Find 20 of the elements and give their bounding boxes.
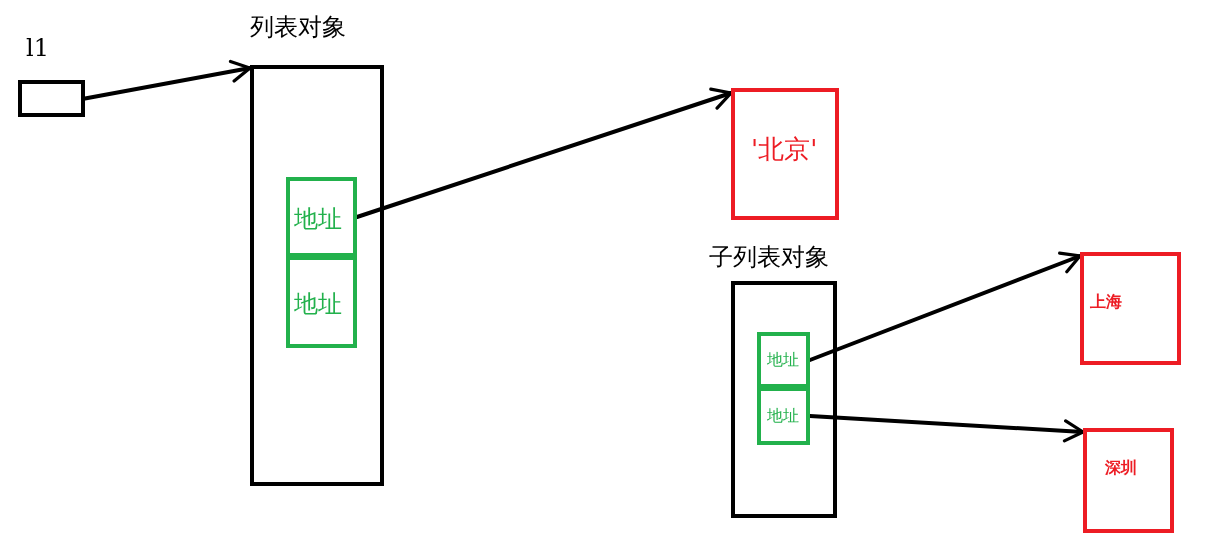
heading-label: 子列表对象	[709, 242, 829, 273]
address-label: 地址	[767, 350, 799, 372]
value-box	[1083, 428, 1174, 533]
heading-label: 列表对象	[250, 12, 346, 43]
arrow	[808, 251, 1082, 362]
arrow	[355, 87, 733, 219]
value-box	[1080, 252, 1181, 365]
address-label: 地址	[767, 406, 799, 428]
arrow	[83, 59, 252, 101]
value-box	[731, 88, 839, 220]
address-cell	[286, 256, 357, 348]
value-label: '北京'	[751, 133, 818, 166]
variable-name: l1	[26, 34, 49, 62]
address-label: 地址	[294, 203, 342, 235]
value-label: 上海	[1090, 292, 1122, 313]
address-label: 地址	[294, 288, 342, 320]
address-cell	[286, 177, 357, 257]
value-label: 深圳	[1105, 458, 1137, 479]
address-cell	[757, 332, 810, 388]
address-cell	[757, 387, 810, 445]
